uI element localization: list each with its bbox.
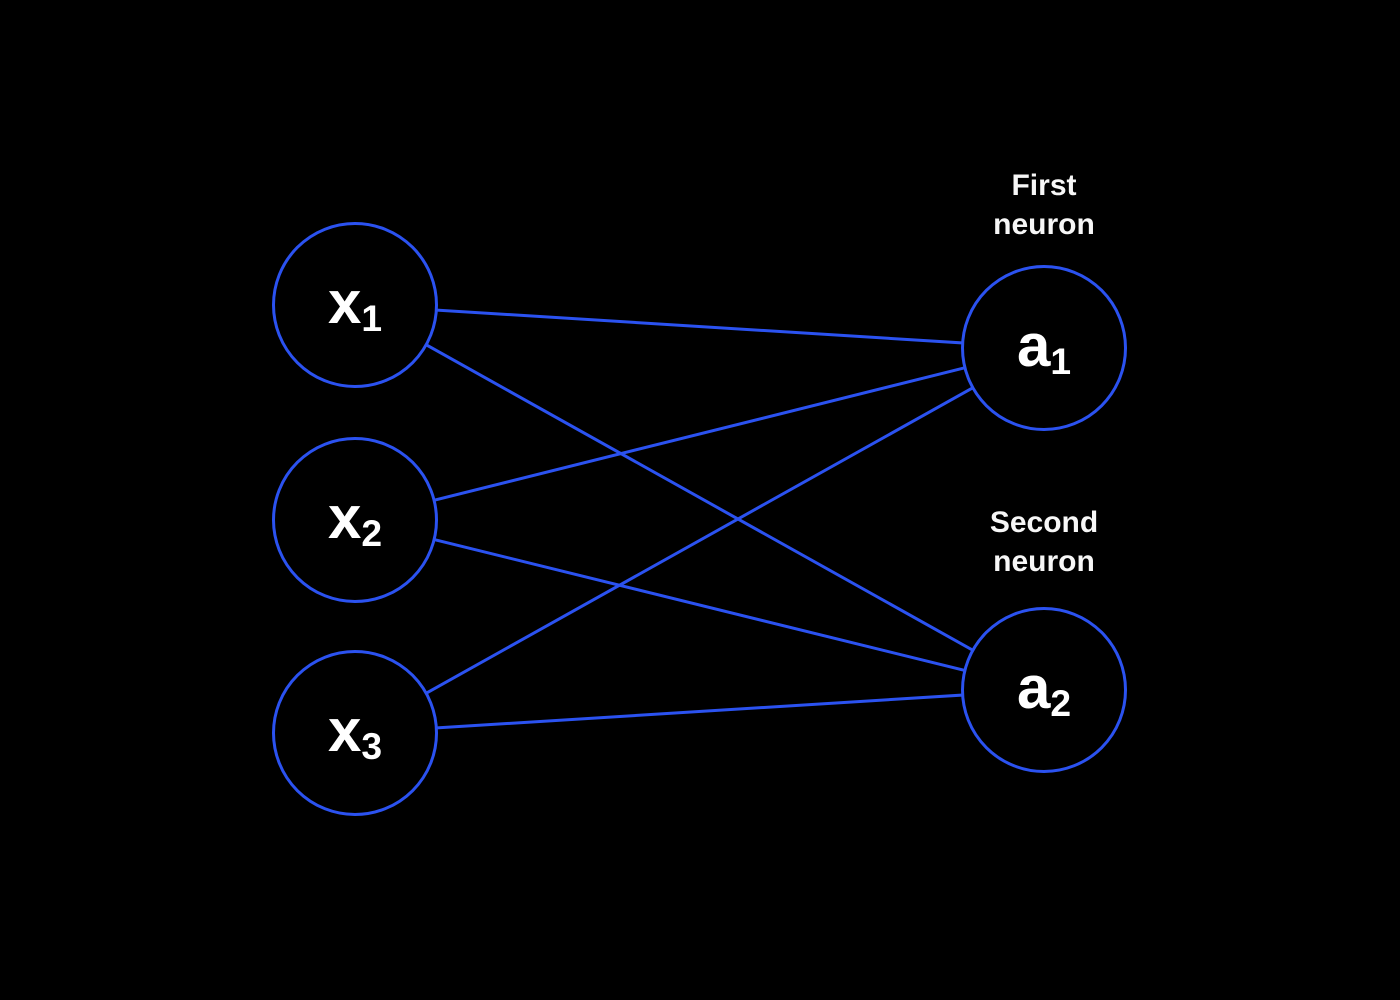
input-node-x1: x1 [272, 222, 438, 388]
input-node-x2: x2 [272, 437, 438, 603]
edge-x2-a2 [354, 518, 1045, 692]
node-label-a1: a1 [1016, 311, 1072, 382]
second-neuron-label: Second neuron [884, 503, 1204, 581]
neuron-node-a2: a2 [961, 607, 1127, 773]
neuron-node-a1: a1 [961, 265, 1127, 431]
first-neuron-label-line1: First [1011, 169, 1077, 202]
edge-x1-a1 [354, 303, 1045, 350]
subscript: 1 [1050, 339, 1072, 382]
node-label-x2: x2 [327, 483, 383, 554]
node-label-x3: x3 [327, 696, 383, 767]
second-neuron-label-line2: neuron [993, 545, 1095, 578]
first-neuron-label-line2: neuron [993, 208, 1095, 241]
first-neuron-label: First neuron [884, 166, 1204, 244]
edge-x2-a1 [354, 346, 1045, 522]
edge-x3-a1 [354, 346, 1045, 735]
subscript: 1 [361, 296, 383, 339]
input-node-x3: x3 [272, 650, 438, 816]
node-label-a2: a2 [1016, 653, 1072, 724]
subscript: 3 [361, 724, 383, 767]
edge-x1-a2 [354, 303, 1045, 692]
subscript: 2 [1050, 681, 1072, 724]
node-label-x1: x1 [327, 268, 383, 339]
second-neuron-label-line1: Second [989, 506, 1099, 539]
subscript: 2 [361, 511, 383, 554]
edge-x3-a2 [354, 688, 1045, 735]
